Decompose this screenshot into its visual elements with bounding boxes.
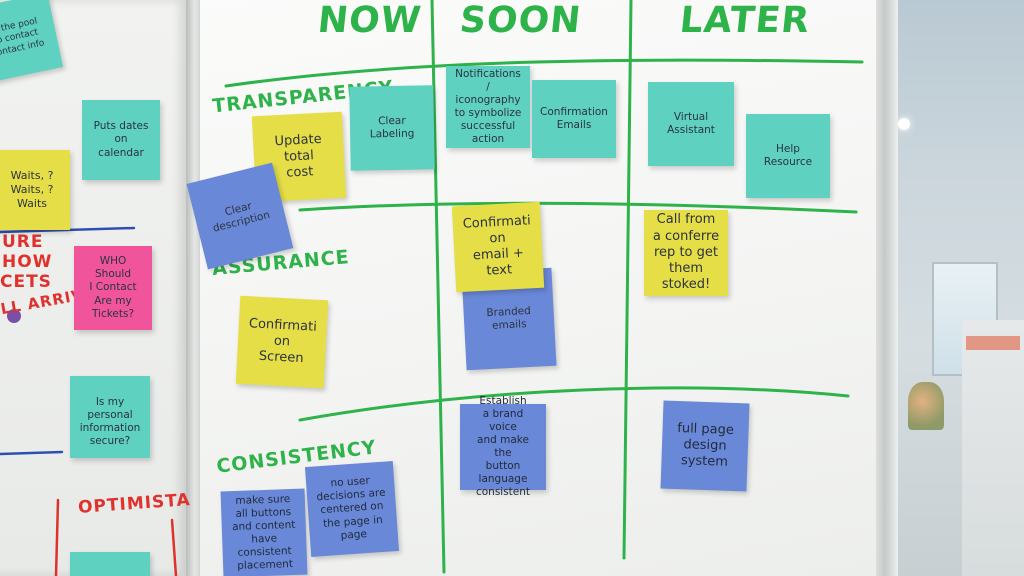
note-buttons-placement: make sure all buttons and content have c…	[220, 488, 308, 576]
note-left-bottom-teal	[70, 552, 150, 576]
note-personal-info: Is my personal information secure?	[70, 376, 150, 458]
board-gap	[186, 0, 202, 576]
note-clear-labeling: Clear Labeling	[349, 85, 435, 171]
note-confirmation-email-text: Confirmation email + text	[451, 201, 545, 293]
left-red-text-line-1: URE	[2, 232, 44, 252]
note-puts-dates: Puts dates on calendar	[82, 100, 160, 180]
note-establish-brand-voice: Establish a brand voice and make the but…	[460, 395, 546, 498]
note-user-decisions: no user decisions are centered on the pa…	[304, 461, 400, 557]
note-confirmation-emails: Confirmation Emails	[532, 80, 616, 158]
note-full-page-design: full page design system	[660, 400, 750, 492]
note-notifications: Notifications/ iconography to symbolize …	[446, 66, 530, 148]
column-heading-now: NOW	[315, 0, 424, 41]
whiteboard-frame-edge	[876, 0, 898, 576]
column-heading-soon: SOON	[457, 0, 584, 41]
note-confirmation-screen: Confirmation Screen	[235, 295, 329, 389]
note-waits: Waits, ? Waits, ? Waits	[0, 150, 70, 230]
note-virtual-assistant: Virtual Assistant	[648, 82, 734, 166]
column-heading-later: LATER	[677, 0, 813, 41]
office-plant	[908, 382, 944, 430]
ceiling-light	[898, 118, 910, 130]
note-call-from-conference: Call from a conferre rep to get them sto…	[644, 210, 728, 296]
office-poster	[962, 320, 1024, 576]
left-red-text-line-2: HOW	[2, 252, 53, 272]
note-help-resource: Help Resource	[746, 114, 830, 198]
left-red-text-line-3: CETS	[0, 272, 52, 292]
poster-band	[966, 336, 1020, 350]
note-who-contact: WHO Should I Contact Are my Tickets?	[74, 246, 152, 330]
